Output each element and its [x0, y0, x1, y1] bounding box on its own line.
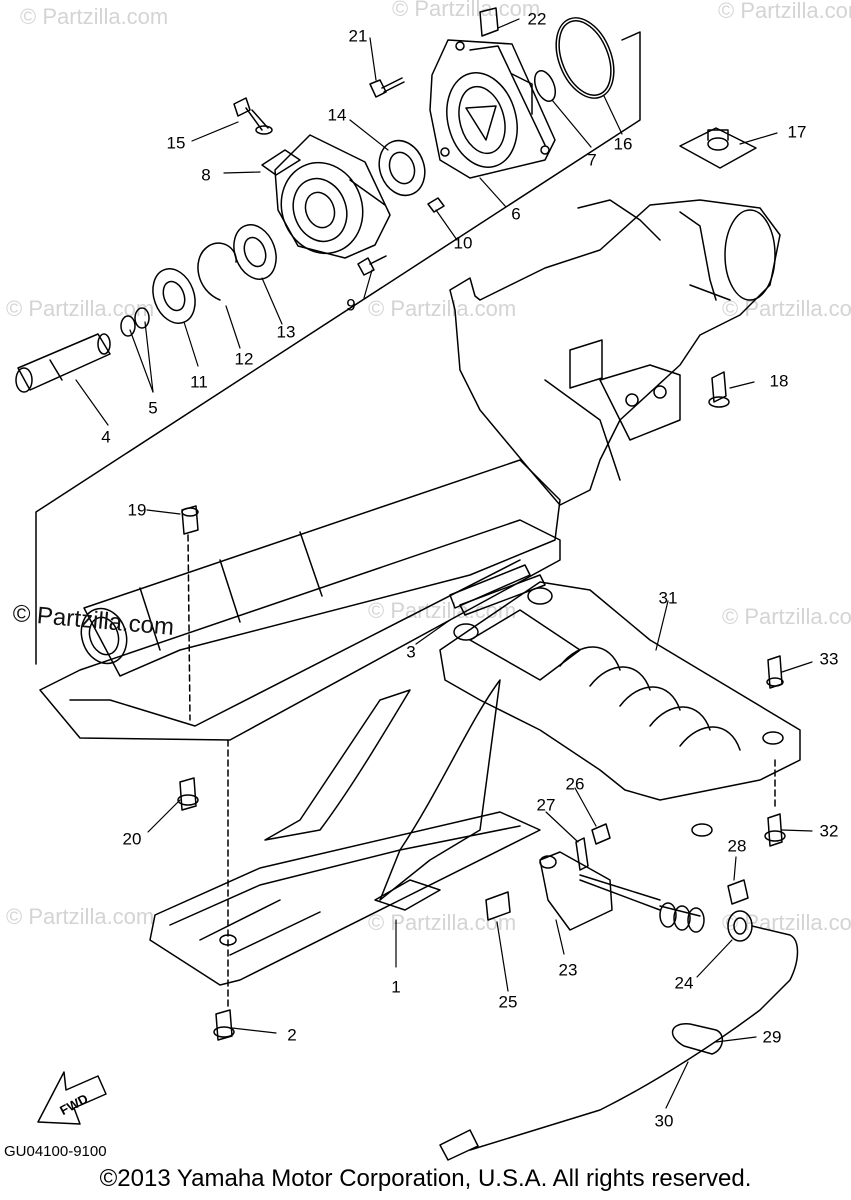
callout-3[interactable]: 3 — [406, 642, 416, 662]
control-cable — [439, 879, 799, 1161]
drive-shaft — [15, 333, 111, 393]
callout-14[interactable]: 14 — [327, 105, 347, 125]
bearings — [120, 139, 426, 337]
bolts — [177, 505, 199, 811]
callout-21[interactable]: 21 — [348, 26, 368, 46]
callout-9[interactable]: 9 — [346, 295, 356, 315]
callout-7[interactable]: 7 — [587, 150, 597, 170]
bolt — [369, 77, 405, 98]
reverse-bracket — [485, 823, 661, 931]
callout-32[interactable]: 32 — [819, 821, 839, 841]
callout-12[interactable]: 12 — [234, 349, 254, 369]
leader-lines — [75, 18, 813, 1109]
callout-13[interactable]: 13 — [276, 322, 296, 342]
callout-28[interactable]: 28 — [727, 836, 747, 856]
callout-31[interactable]: 31 — [658, 588, 678, 608]
callout-16[interactable]: 16 — [613, 134, 633, 154]
callout-10[interactable]: 10 — [453, 233, 473, 253]
watermark: © Partzilla.com — [368, 910, 517, 935]
callout-2[interactable]: 2 — [287, 1025, 297, 1045]
watermark: © Partzilla.com — [722, 604, 851, 629]
callout-4[interactable]: 4 — [101, 427, 111, 447]
callout-25[interactable]: 25 — [498, 992, 518, 1012]
watermark: © Partzilla.com — [6, 904, 155, 929]
callout-27[interactable]: 27 — [536, 795, 556, 815]
clip-bracket — [479, 7, 499, 37]
callout-24[interactable]: 24 — [674, 973, 694, 993]
watermark: © Partzilla.com — [368, 598, 517, 623]
frame-upper-group — [35, 31, 641, 665]
callout-23[interactable]: 23 — [558, 960, 578, 980]
intake-duct — [39, 459, 561, 741]
watermark: © Partzilla.com — [722, 910, 851, 935]
ride-plate — [149, 679, 541, 1011]
o-rings — [533, 17, 615, 102]
fwd-arrow-icon — [37, 1071, 107, 1125]
callout-6[interactable]: 6 — [511, 204, 521, 224]
callout-11[interactable]: 11 — [190, 372, 208, 392]
callout-20[interactable]: 20 — [122, 829, 142, 849]
callout-26[interactable]: 26 — [565, 774, 585, 794]
bolt — [213, 1009, 235, 1041]
callout-22[interactable]: 22 — [527, 9, 547, 29]
callout-18[interactable]: 18 — [769, 371, 789, 391]
callout-15[interactable]: 15 — [166, 133, 186, 153]
jet-pump-assembly — [449, 199, 781, 506]
callout-8[interactable]: 8 — [201, 165, 211, 185]
bolts — [764, 655, 786, 847]
callout-1[interactable]: 1 — [391, 977, 401, 997]
bolt — [233, 97, 273, 135]
watermark: © Partzilla.com — [722, 296, 851, 321]
callout-29[interactable]: 29 — [762, 1027, 782, 1047]
mount-plate — [679, 127, 757, 408]
bearing-housing — [261, 134, 391, 259]
watermark: © Partzilla.com — [368, 296, 517, 321]
callout-33[interactable]: 33 — [819, 649, 839, 669]
watermark: © Partzilla.com — [20, 4, 169, 29]
intake-grate — [439, 581, 801, 837]
watermark: © Partzilla.com — [718, 0, 851, 23]
callout-17[interactable]: 17 — [787, 122, 807, 142]
watermark: © Partzilla.com — [392, 0, 541, 21]
copyright-notice: ©2013 Yamaha Motor Corporation, U.S.A. A… — [99, 1165, 752, 1192]
callout-19[interactable]: 19 — [127, 500, 147, 520]
callout-5[interactable]: 5 — [148, 398, 158, 418]
diagram-code: GU04100-9100 — [4, 1143, 107, 1160]
callout-30[interactable]: 30 — [654, 1111, 674, 1131]
cable-clamp — [671, 1023, 724, 1055]
pins — [357, 197, 445, 276]
pump-housing — [429, 39, 556, 179]
